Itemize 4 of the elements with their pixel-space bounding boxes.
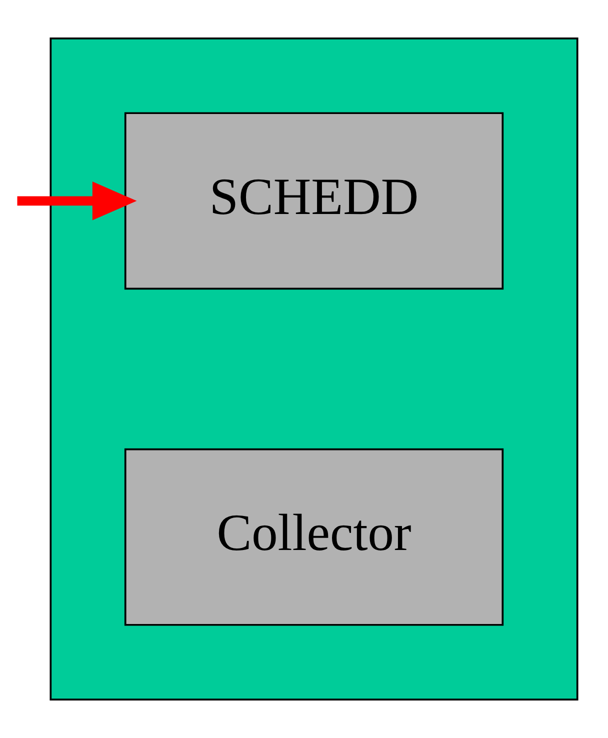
arrow	[17, 182, 137, 220]
node-box: SCHEDD	[124, 112, 504, 290]
node-box: Collector	[124, 448, 504, 626]
cluster	[50, 37, 578, 701]
